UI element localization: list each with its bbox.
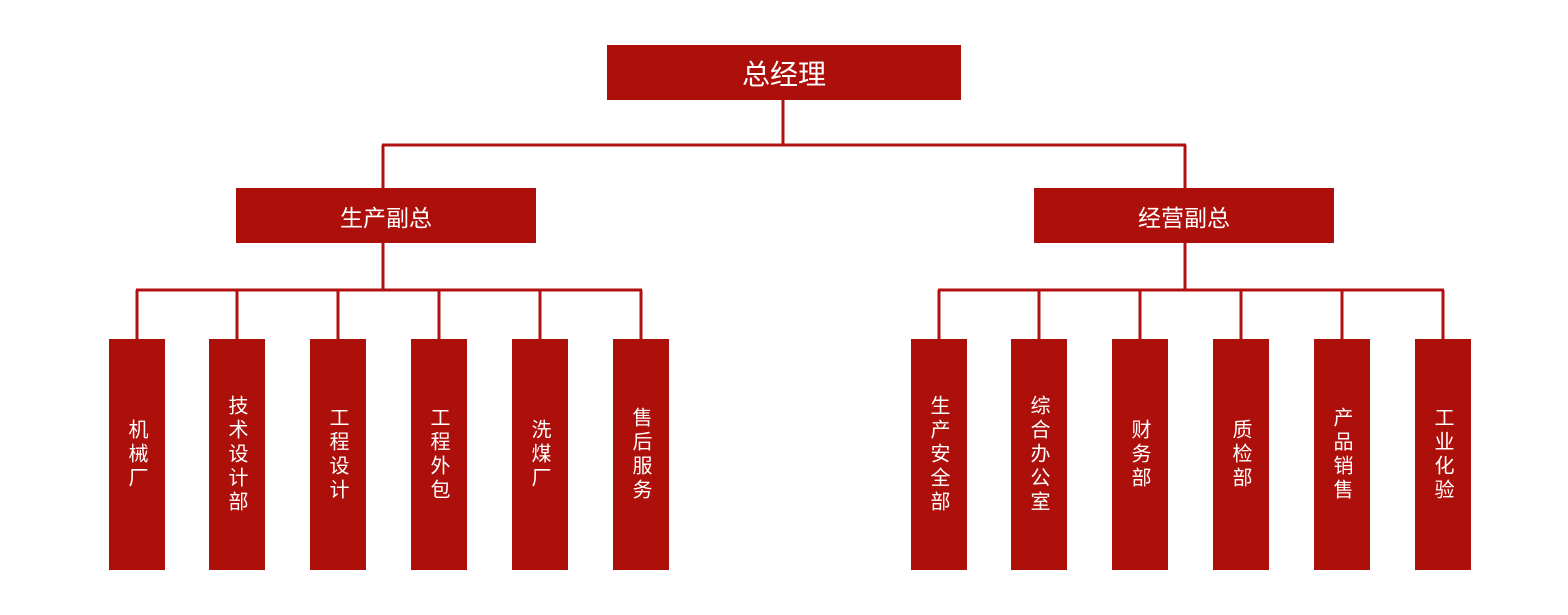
node-dept: 财务部 (1112, 339, 1168, 570)
node-dept: 技术设计部 (209, 339, 265, 570)
node-dept: 工业化验 (1415, 339, 1471, 570)
node-business-vp: 经营副总 (1034, 188, 1334, 243)
node-dept: 洗煤厂 (512, 339, 568, 570)
node-dept: 售后服务 (613, 339, 669, 570)
node-dept: 质检部 (1213, 339, 1269, 570)
node-dept: 生产安全部 (911, 339, 967, 570)
node-production-vp: 生产副总 (236, 188, 536, 243)
node-dept: 机械厂 (109, 339, 165, 570)
node-dept: 工程外包 (411, 339, 467, 570)
node-general-manager: 总经理 (607, 45, 961, 100)
node-dept: 工程设计 (310, 339, 366, 570)
node-dept: 综合办公室 (1011, 339, 1067, 570)
node-dept: 产品销售 (1314, 339, 1370, 570)
